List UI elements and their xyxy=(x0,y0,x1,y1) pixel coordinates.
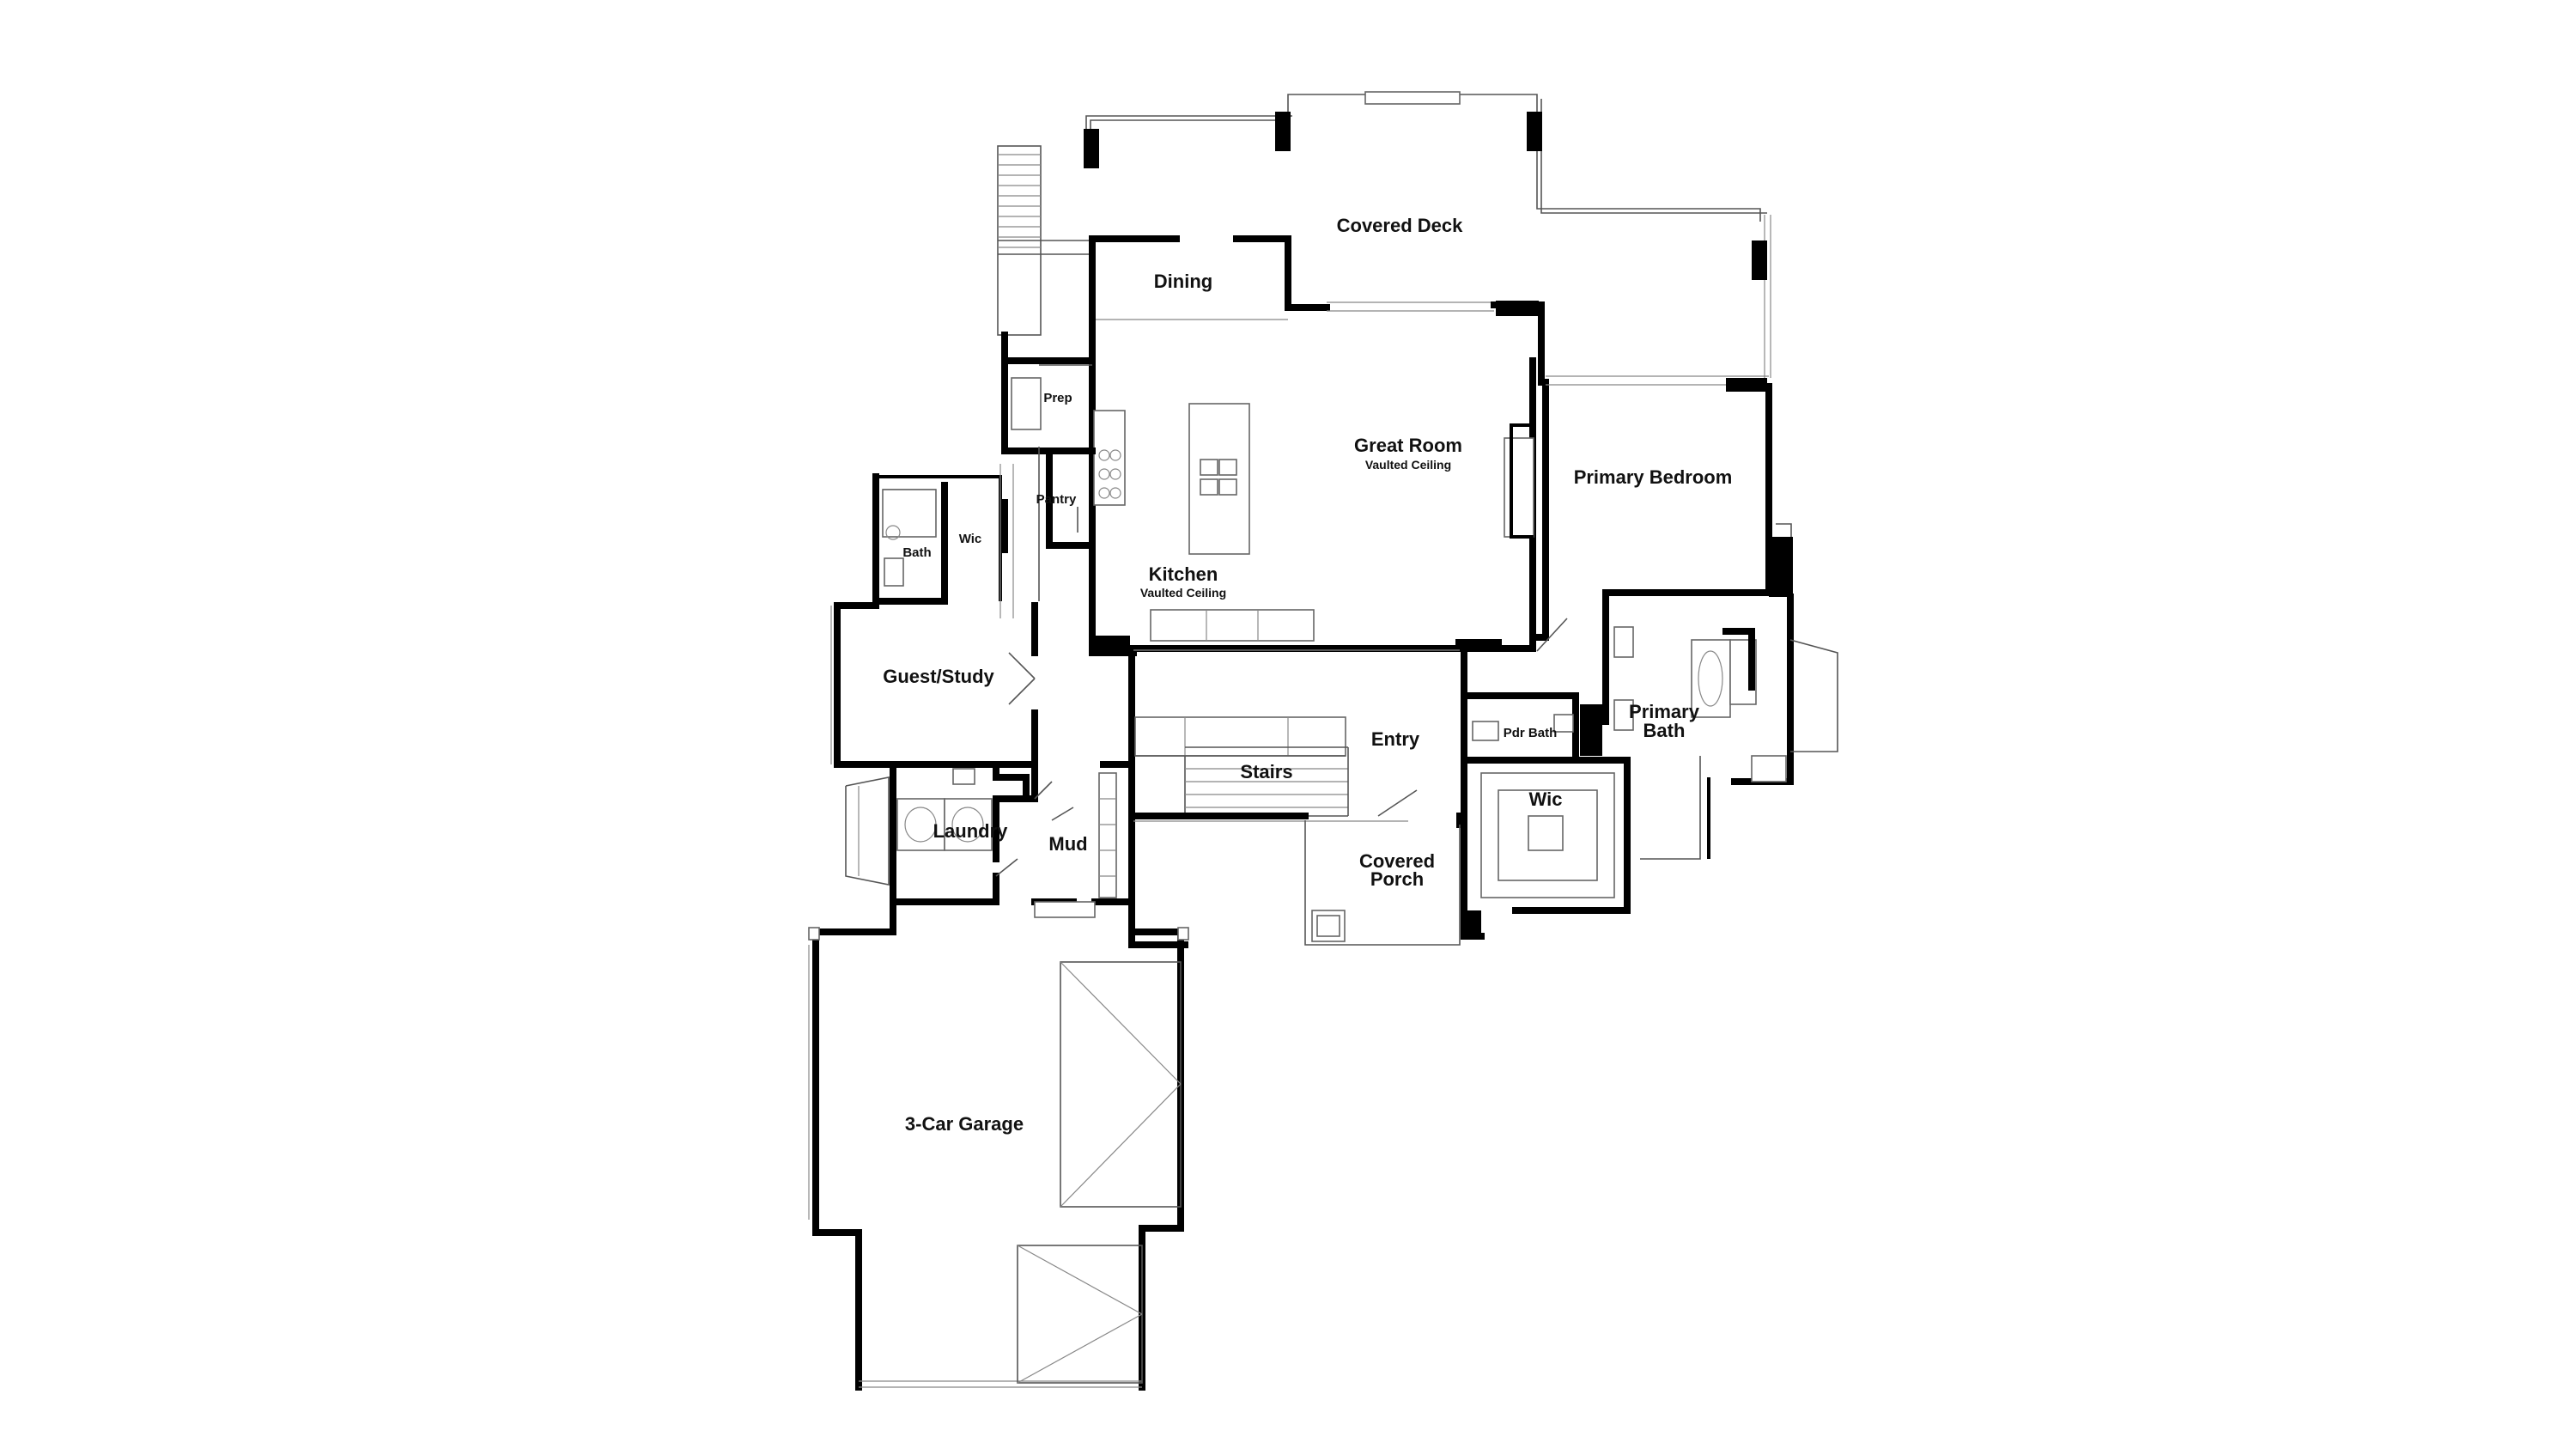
entry-stairs-walls xyxy=(1089,645,1506,948)
label-pdr-bath: Pdr Bath xyxy=(1504,726,1558,740)
label-primary-bath-line1: Primary xyxy=(1629,701,1700,722)
label-great-room-note: Vaulted Ceiling xyxy=(1365,458,1451,472)
label-guest-study: Guest/Study xyxy=(883,666,994,687)
covered-porch-outline xyxy=(1304,820,1461,946)
label-covered-deck: Covered Deck xyxy=(1337,215,1464,236)
bath-wic-walls xyxy=(872,464,1014,618)
label-kitchen-note: Vaulted Ceiling xyxy=(1140,586,1226,600)
label-mud: Mud xyxy=(1048,833,1087,855)
label-bath: Bath xyxy=(902,545,931,560)
label-kitchen: Kitchen xyxy=(1149,563,1218,585)
label-pantry: Pantry xyxy=(1036,492,1077,507)
label-entry: Entry xyxy=(1371,728,1420,750)
label-garage: 3-Car Garage xyxy=(905,1113,1024,1135)
guest-study-walls xyxy=(830,598,1038,768)
exterior-stairs xyxy=(997,145,1092,336)
label-wic-primary: Wic xyxy=(1529,788,1563,810)
laundry-mud-walls xyxy=(845,761,1135,918)
room-labels: Covered Deck Dining Prep Pantry Great Ro… xyxy=(883,215,1732,1135)
label-stairs: Stairs xyxy=(1240,761,1292,782)
prep-pantry-walls xyxy=(1001,332,1096,601)
label-primary-bedroom: Primary Bedroom xyxy=(1574,466,1733,488)
label-covered-porch-line2: Porch xyxy=(1370,868,1424,890)
primary-wic-walls xyxy=(1461,757,1631,940)
label-wic-small: Wic xyxy=(959,532,982,546)
label-great-room: Great Room xyxy=(1354,435,1462,456)
label-covered-porch-line1: Covered xyxy=(1359,850,1435,872)
garage-walls xyxy=(808,898,1189,1391)
primary-bedroom-walls xyxy=(1529,375,1793,725)
great-room-walls xyxy=(1089,235,1545,652)
label-primary-bath-line2: Bath xyxy=(1643,720,1686,741)
covered-deck-outline xyxy=(1084,91,1771,378)
label-prep: Prep xyxy=(1043,391,1072,405)
label-laundry: Laundry xyxy=(933,820,1009,842)
primary-bath-walls xyxy=(1613,594,1838,860)
label-dining: Dining xyxy=(1154,271,1212,292)
